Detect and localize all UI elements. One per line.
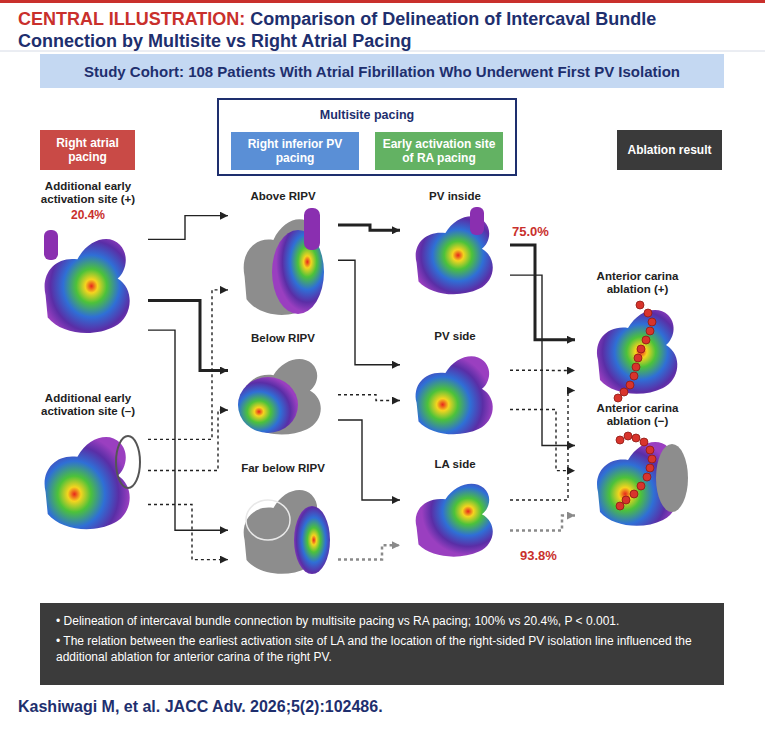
node-label: Right inferior PV pacing — [235, 137, 355, 165]
flow-arrow — [510, 391, 575, 500]
flow-arrow — [338, 545, 400, 559]
activation-map — [597, 310, 677, 394]
node-label: Additional early activation site (+) — [28, 180, 148, 206]
flow-arrow — [338, 260, 400, 365]
map-panel: PV inside — [400, 190, 510, 302]
node-label: • Delineation of intercaval bundle conne… — [56, 613, 708, 629]
node-detail: • The relation between the earliest acti… — [56, 633, 708, 665]
pacing-box: Right inferior PV pacing — [231, 132, 359, 170]
node-label: Multisite pacing — [219, 108, 515, 122]
flow-arrow — [510, 410, 575, 471]
vein-tube — [470, 207, 484, 235]
node-label: Far below RIPV — [228, 462, 338, 475]
map-panel: Additional early activation site (–) — [28, 392, 148, 540]
flow-arrow — [510, 370, 575, 372]
flow-arrow — [338, 420, 400, 500]
map-panel: Anterior carina ablation (+) — [575, 270, 700, 404]
vein-outline — [116, 436, 140, 488]
ablation-lesions — [616, 432, 656, 510]
flow-arrow — [338, 395, 400, 401]
percentage-label: 93.8% — [520, 548, 557, 563]
shell-map — [656, 444, 688, 512]
summary-box: • Delineation of intercaval bundle conne… — [40, 603, 724, 685]
node-label: PV side — [400, 330, 510, 343]
activation-map — [416, 484, 493, 557]
flow-arrow — [510, 516, 575, 531]
node-label: Above RIPV — [228, 190, 338, 203]
vein-tube — [44, 230, 58, 260]
node-label: LA side — [400, 458, 510, 471]
ablation-lesions — [614, 301, 656, 402]
map-panel: Far below RIPV — [228, 462, 338, 584]
citation: Kashiwagi M, et al. JACC Adv. 2026;5(2):… — [18, 698, 383, 716]
node-label: Additional early activation site (–) — [28, 392, 148, 418]
flow-arrow — [338, 225, 400, 230]
pacing-box: Right atrial pacing — [40, 130, 135, 170]
result-box: Ablation result — [617, 130, 722, 170]
figure-tag: CENTRAL ILLUSTRATION: — [18, 9, 245, 29]
map-panel: PV side — [400, 330, 510, 442]
header: CENTRAL ILLUSTRATION:Comparison of Delin… — [18, 8, 738, 52]
caption-holder: Kashiwagi M, et al. JACC Adv. 2026;5(2):… — [18, 698, 383, 716]
activation-map — [238, 377, 298, 433]
node-label: Anterior carina ablation (+) — [575, 270, 700, 296]
map-panel: Anterior carina ablation (−) — [575, 402, 700, 534]
node-label: Study Cohort: 108 Patients With Atrial F… — [84, 63, 680, 80]
top-rule — [0, 0, 765, 3]
flow-arrow — [148, 410, 228, 470]
flow-arrow — [148, 300, 228, 370]
flow-arrow — [148, 290, 228, 439]
pacing-box: Early activation site of RA pacing — [375, 132, 503, 170]
node-label: Early activation site of RA pacing — [379, 137, 499, 165]
map-panel: LA side — [400, 458, 510, 563]
activation-map — [294, 506, 330, 574]
flow-arrow — [148, 504, 228, 559]
flow-arrow — [510, 275, 575, 445]
node-label: Below RIPV — [228, 332, 338, 345]
map-panel: Above RIPV — [228, 190, 338, 325]
node-label: PV inside — [400, 190, 510, 203]
node-label: Anterior carina ablation (−) — [575, 402, 700, 428]
cohort-band: Study Cohort: 108 Patients With Atrial F… — [40, 54, 724, 88]
node-detail: 20.4% — [28, 209, 148, 222]
node-label: Ablation result — [627, 143, 711, 157]
flow-arrow — [148, 330, 228, 530]
map-panel: Below RIPV — [228, 332, 338, 442]
flow-arrow — [148, 216, 228, 240]
node-label: Right atrial pacing — [44, 136, 131, 164]
group-box: Multisite pacingRight inferior PV pacing… — [217, 98, 517, 176]
vein-outline — [246, 500, 290, 540]
percentage-label: 75.0% — [512, 224, 549, 239]
vein-tube — [304, 208, 320, 250]
activation-map — [416, 356, 493, 434]
map-panel: Additional early activation site (+) 20.4… — [28, 180, 148, 345]
